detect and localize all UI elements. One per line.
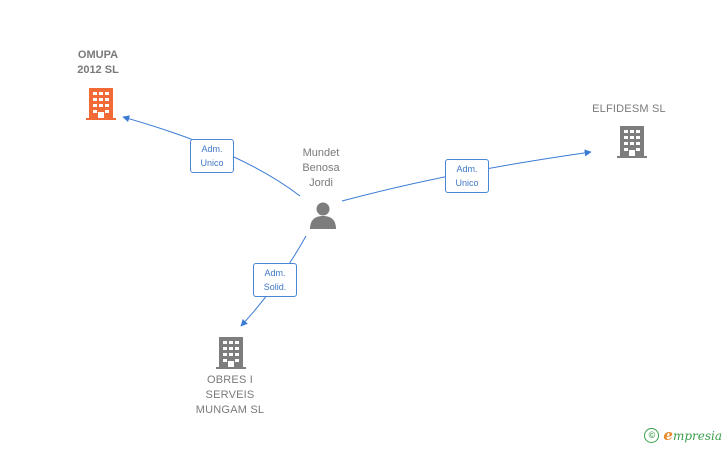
company-label-elfidesm[interactable]: ELFIDESM SL bbox=[592, 103, 666, 115]
edge-label-omupa[interactable]: Adm. Unico bbox=[190, 139, 234, 173]
company-label-omupa[interactable]: OMUPA 2012 SL bbox=[77, 49, 119, 76]
copyright-icon: © bbox=[644, 427, 660, 443]
brand-logo: © empresia bbox=[644, 426, 722, 444]
person-icon[interactable] bbox=[308, 200, 338, 230]
edge-label-elfidesm[interactable]: Adm. Unico bbox=[445, 159, 489, 193]
building-icon[interactable] bbox=[617, 124, 647, 158]
edge-label-obres[interactable]: Adm. Solid. bbox=[253, 263, 297, 297]
person-name[interactable]: Mundet Benosa Jordi bbox=[302, 147, 340, 189]
building-icon[interactable] bbox=[216, 335, 246, 369]
building-icon[interactable] bbox=[86, 86, 116, 120]
company-label-obres[interactable]: OBRES I SERVEIS MUNGAM SL bbox=[195, 374, 265, 416]
brand-name: empresia bbox=[663, 426, 722, 444]
